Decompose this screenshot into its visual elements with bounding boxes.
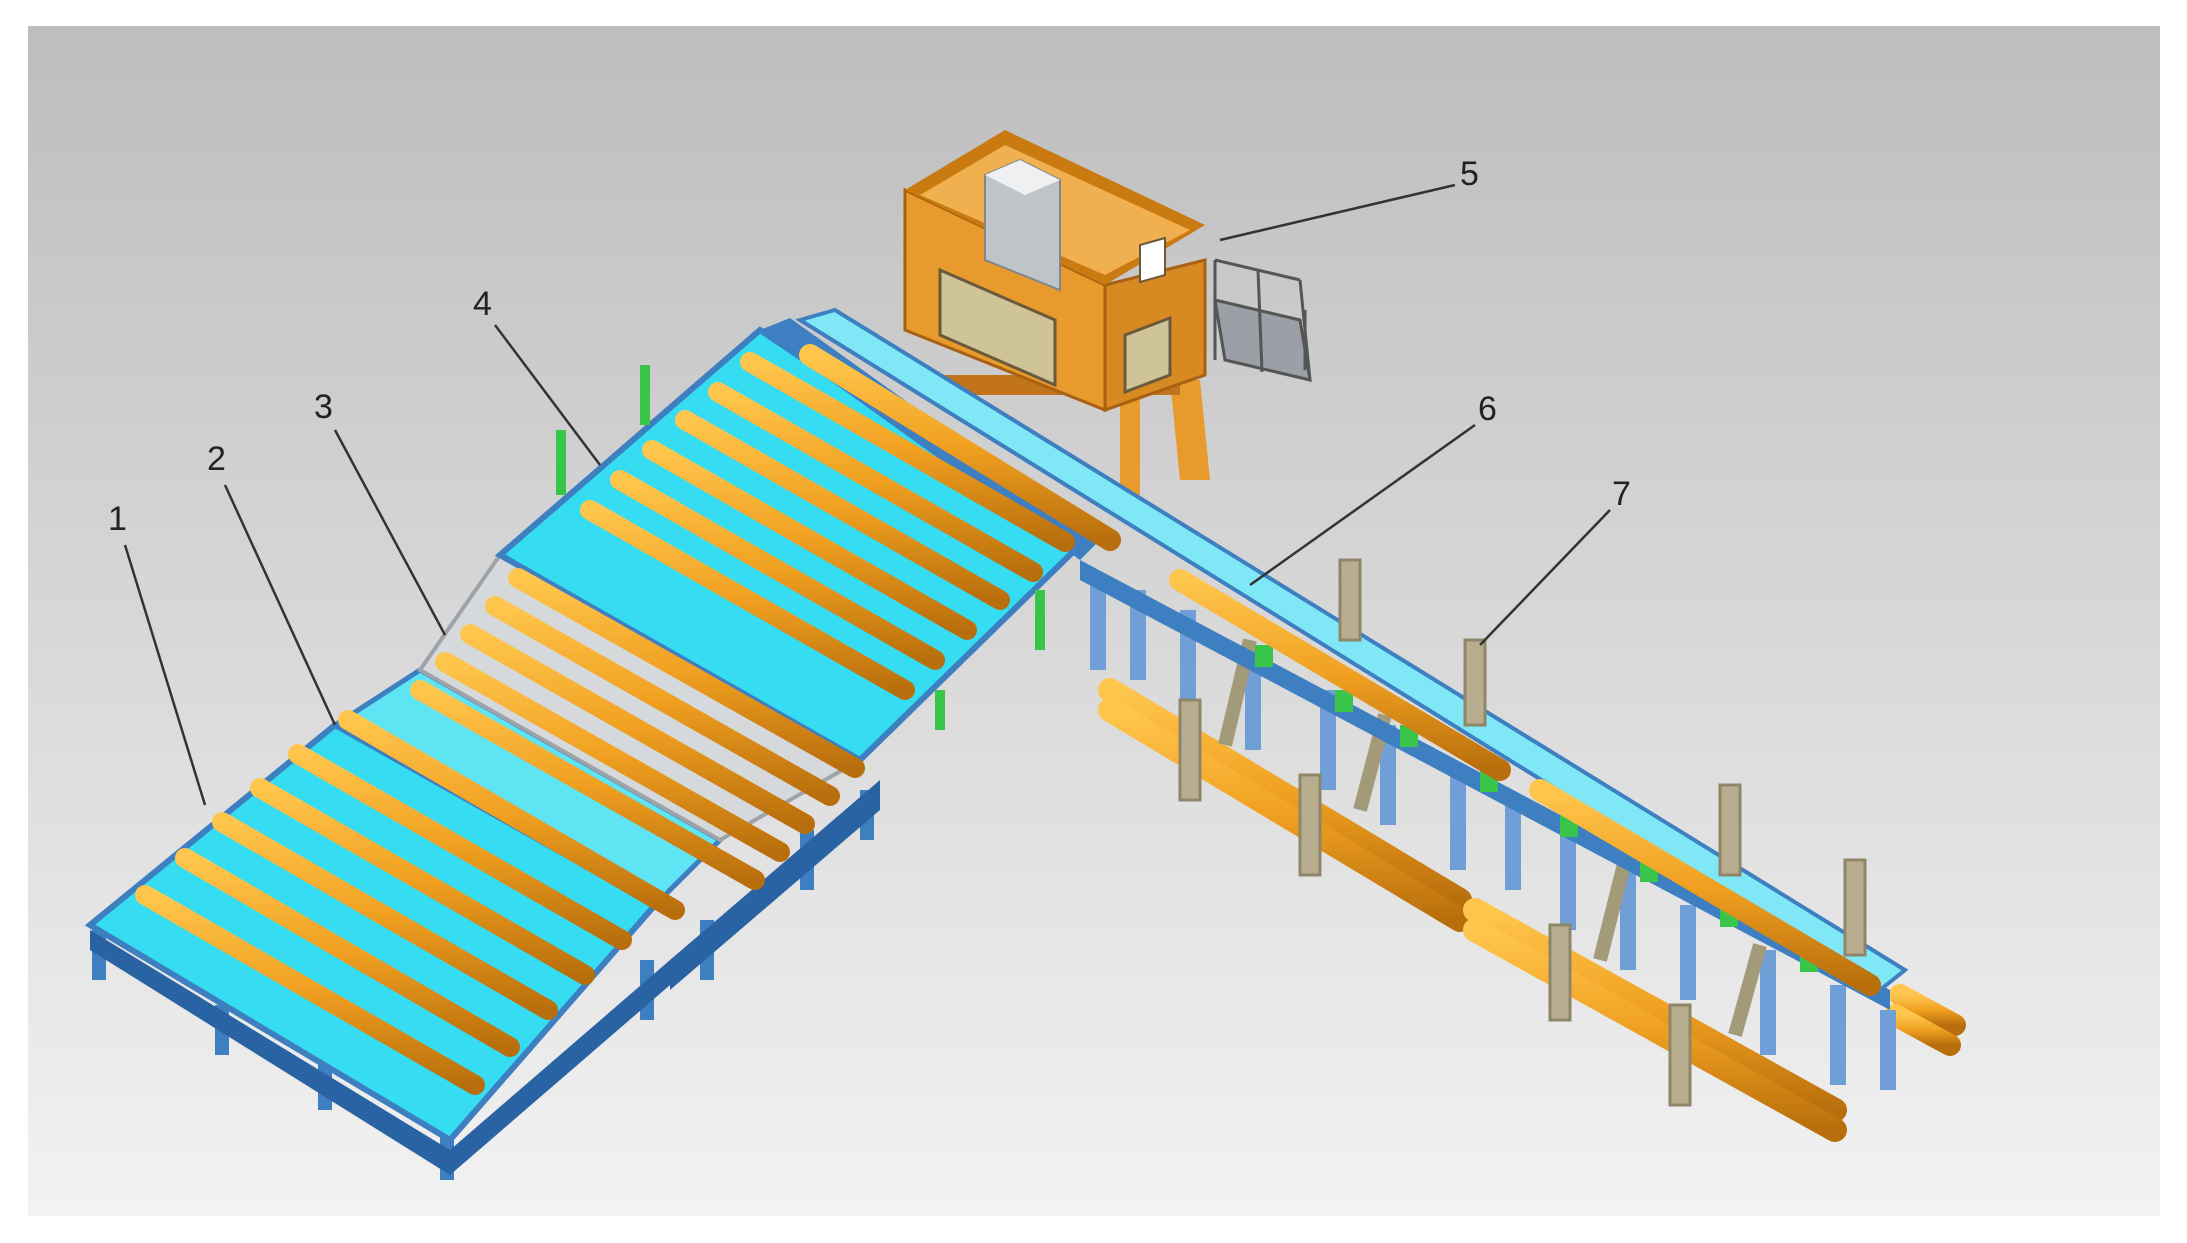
infeed-logs-ramp	[410, 568, 865, 890]
callout-label-1: 1	[108, 500, 127, 538]
callout-label-5: 5	[1460, 155, 1479, 193]
callout-leaders	[123, 183, 1611, 806]
outfeed-conveyor	[795, 307, 1966, 1142]
callout-label-6: 6	[1478, 390, 1497, 428]
cabin-window-front	[938, 267, 1057, 388]
conveyor-top-rail	[795, 307, 1909, 993]
stop-uprights	[556, 365, 1045, 730]
callout-label-4: 4	[473, 285, 492, 323]
conveyor-logs	[799, 344, 1881, 996]
cabin-door	[1139, 236, 1166, 284]
cabin-window-side	[1123, 315, 1172, 395]
infeed-logs-upper	[580, 352, 1075, 700]
ground-logs	[1098, 678, 1966, 1142]
cabin-walkway	[1213, 258, 1312, 382]
deck-frame-riser	[670, 780, 880, 990]
log-stakes	[1178, 558, 1867, 1107]
callout-label-3: 3	[314, 388, 333, 426]
deck-frame-side	[90, 930, 670, 1175]
infeed-logs-lower	[135, 710, 685, 1095]
callout-label-2: 2	[207, 440, 226, 478]
callout-label-7: 7	[1612, 475, 1631, 513]
operator-cabin	[903, 130, 1312, 495]
